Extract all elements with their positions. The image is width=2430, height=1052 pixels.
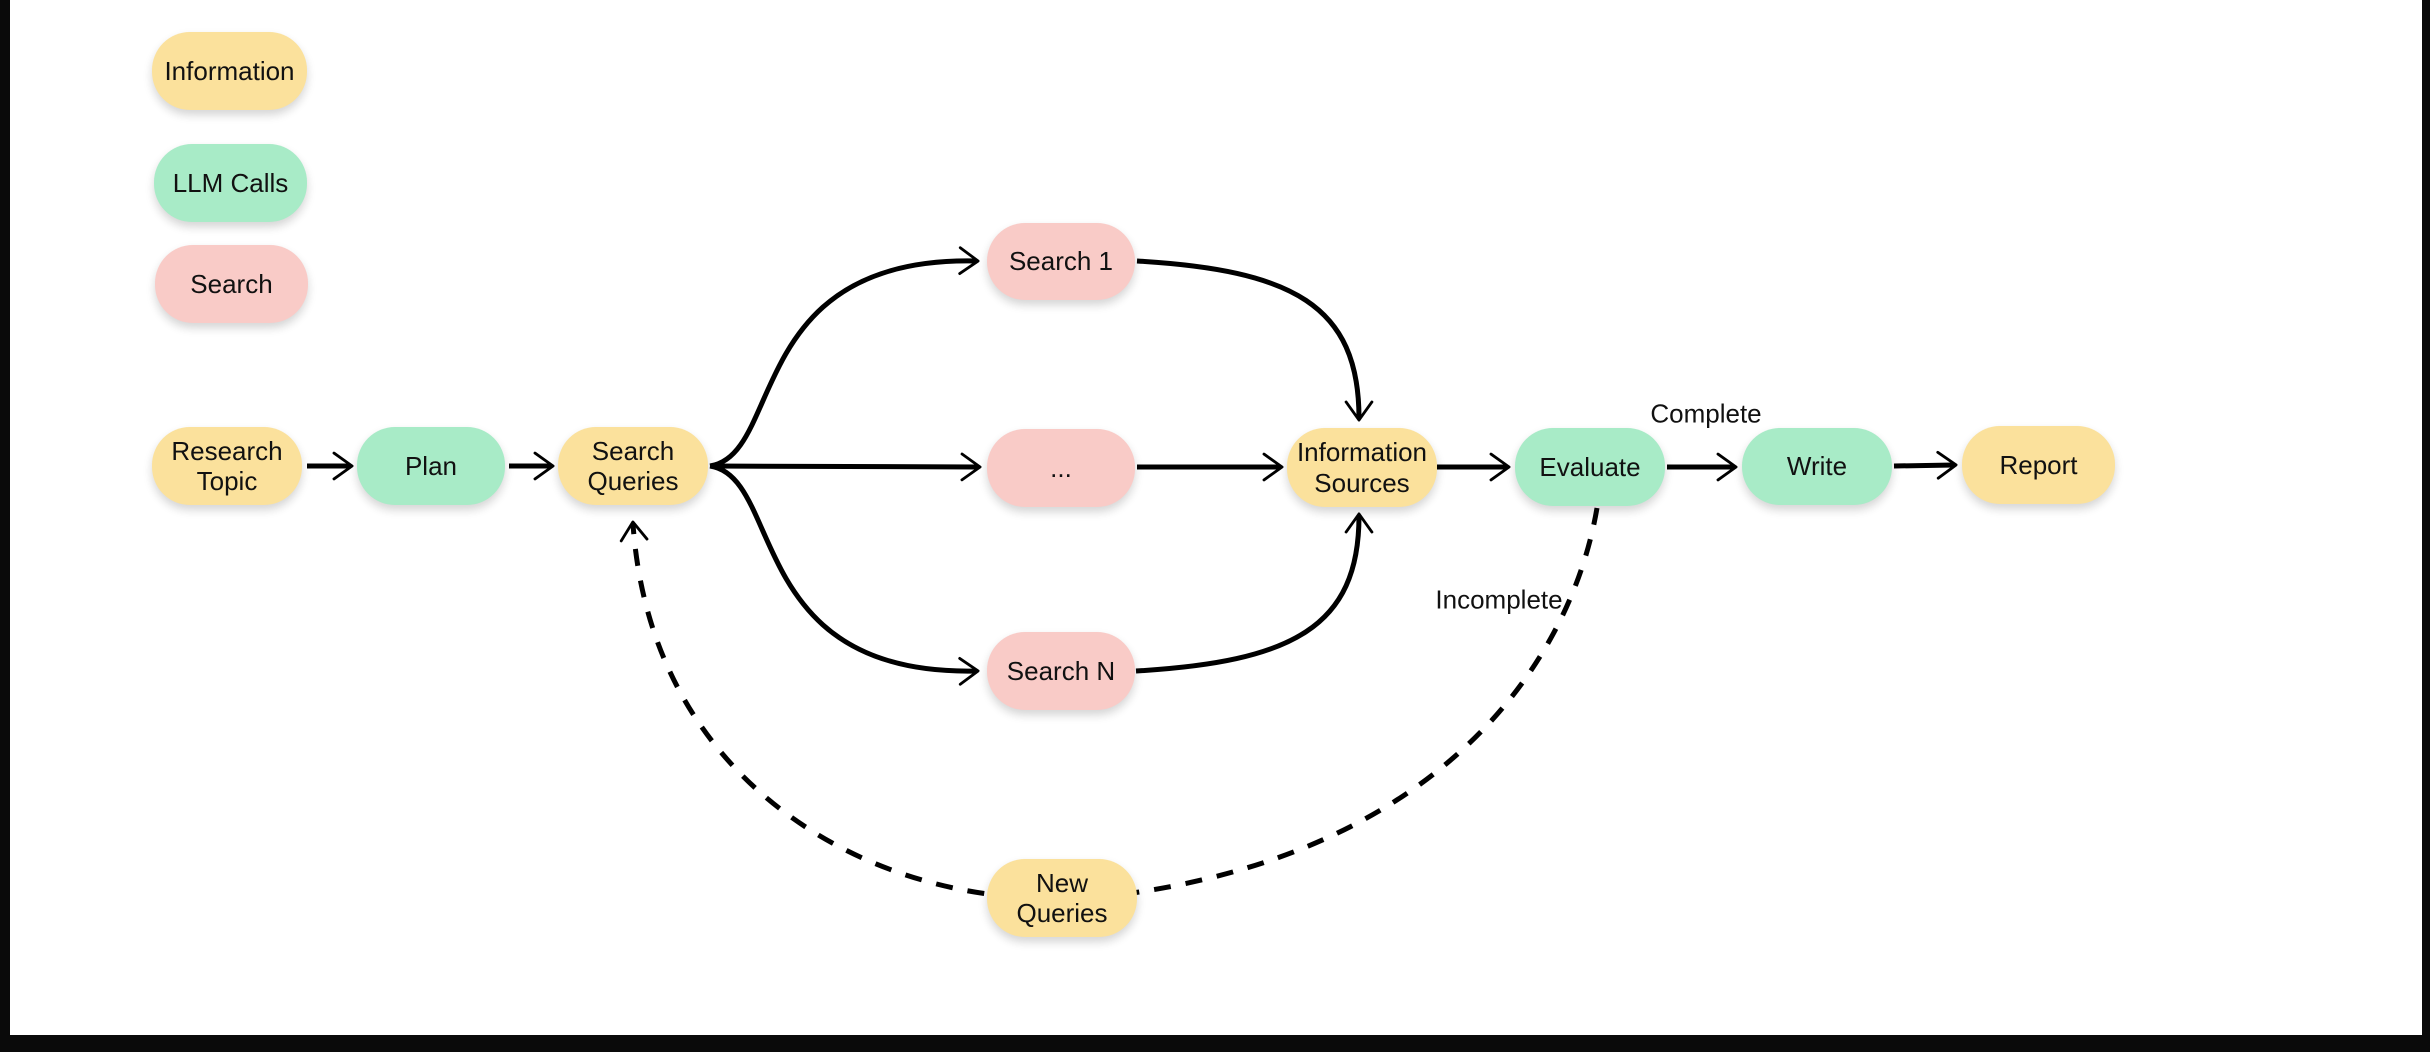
edge-label-incomplete: Incomplete xyxy=(1435,584,1563,615)
legend-label: Information xyxy=(164,55,295,86)
node-label: Write xyxy=(1786,451,1848,482)
node-plan: Plan xyxy=(357,427,505,505)
node-search-ellipsis: ... xyxy=(987,429,1135,507)
node-write: Write xyxy=(1742,428,1892,505)
legend-label: LLM Calls xyxy=(172,167,289,198)
diagram-canvas xyxy=(10,0,2422,1035)
node-search-queries: Search Queries xyxy=(558,427,708,505)
node-search-n: Search N xyxy=(987,632,1135,710)
node-label: New Queries xyxy=(1016,867,1108,928)
edge-search-queries-to-ellipsis xyxy=(709,452,982,482)
node-label: Research Topic xyxy=(171,435,283,496)
node-label: Information Sources xyxy=(1296,437,1428,498)
edge-new-queries-to-search-queries xyxy=(619,520,1017,900)
node-information-sources: Information Sources xyxy=(1287,428,1437,507)
edge-search-queries-to-search-1 xyxy=(709,246,980,469)
edge-write-to-report xyxy=(1893,450,1958,480)
node-label: Plan xyxy=(404,450,458,481)
node-search-1: Search 1 xyxy=(987,223,1135,300)
edge-search-1-to-information-sources xyxy=(1136,258,1374,422)
node-label: Evaluate xyxy=(1539,451,1641,482)
node-evaluate: Evaluate xyxy=(1515,428,1665,506)
node-label: Search Queries xyxy=(587,435,679,496)
legend-item-information: Information xyxy=(152,32,307,110)
node-label: Report xyxy=(1999,449,2078,480)
node-research-topic: Research Topic xyxy=(152,427,302,505)
node-report: Report xyxy=(1962,426,2115,504)
node-label: ... xyxy=(1050,452,1072,483)
node-label: Search 1 xyxy=(1008,246,1114,277)
node-label: Search N xyxy=(1006,655,1116,686)
legend-label: Search xyxy=(190,268,273,299)
edge-search-n-to-information-sources xyxy=(1135,512,1374,674)
edge-evaluate-to-new-queries xyxy=(1109,507,1600,899)
edge-label-complete: Complete xyxy=(1650,398,1762,429)
edge-search-queries-to-search-n xyxy=(709,463,980,686)
legend-item-search: Search xyxy=(155,245,308,323)
node-new-queries: New Queries xyxy=(987,859,1137,937)
legend-item-llm-calls: LLM Calls xyxy=(154,144,307,222)
